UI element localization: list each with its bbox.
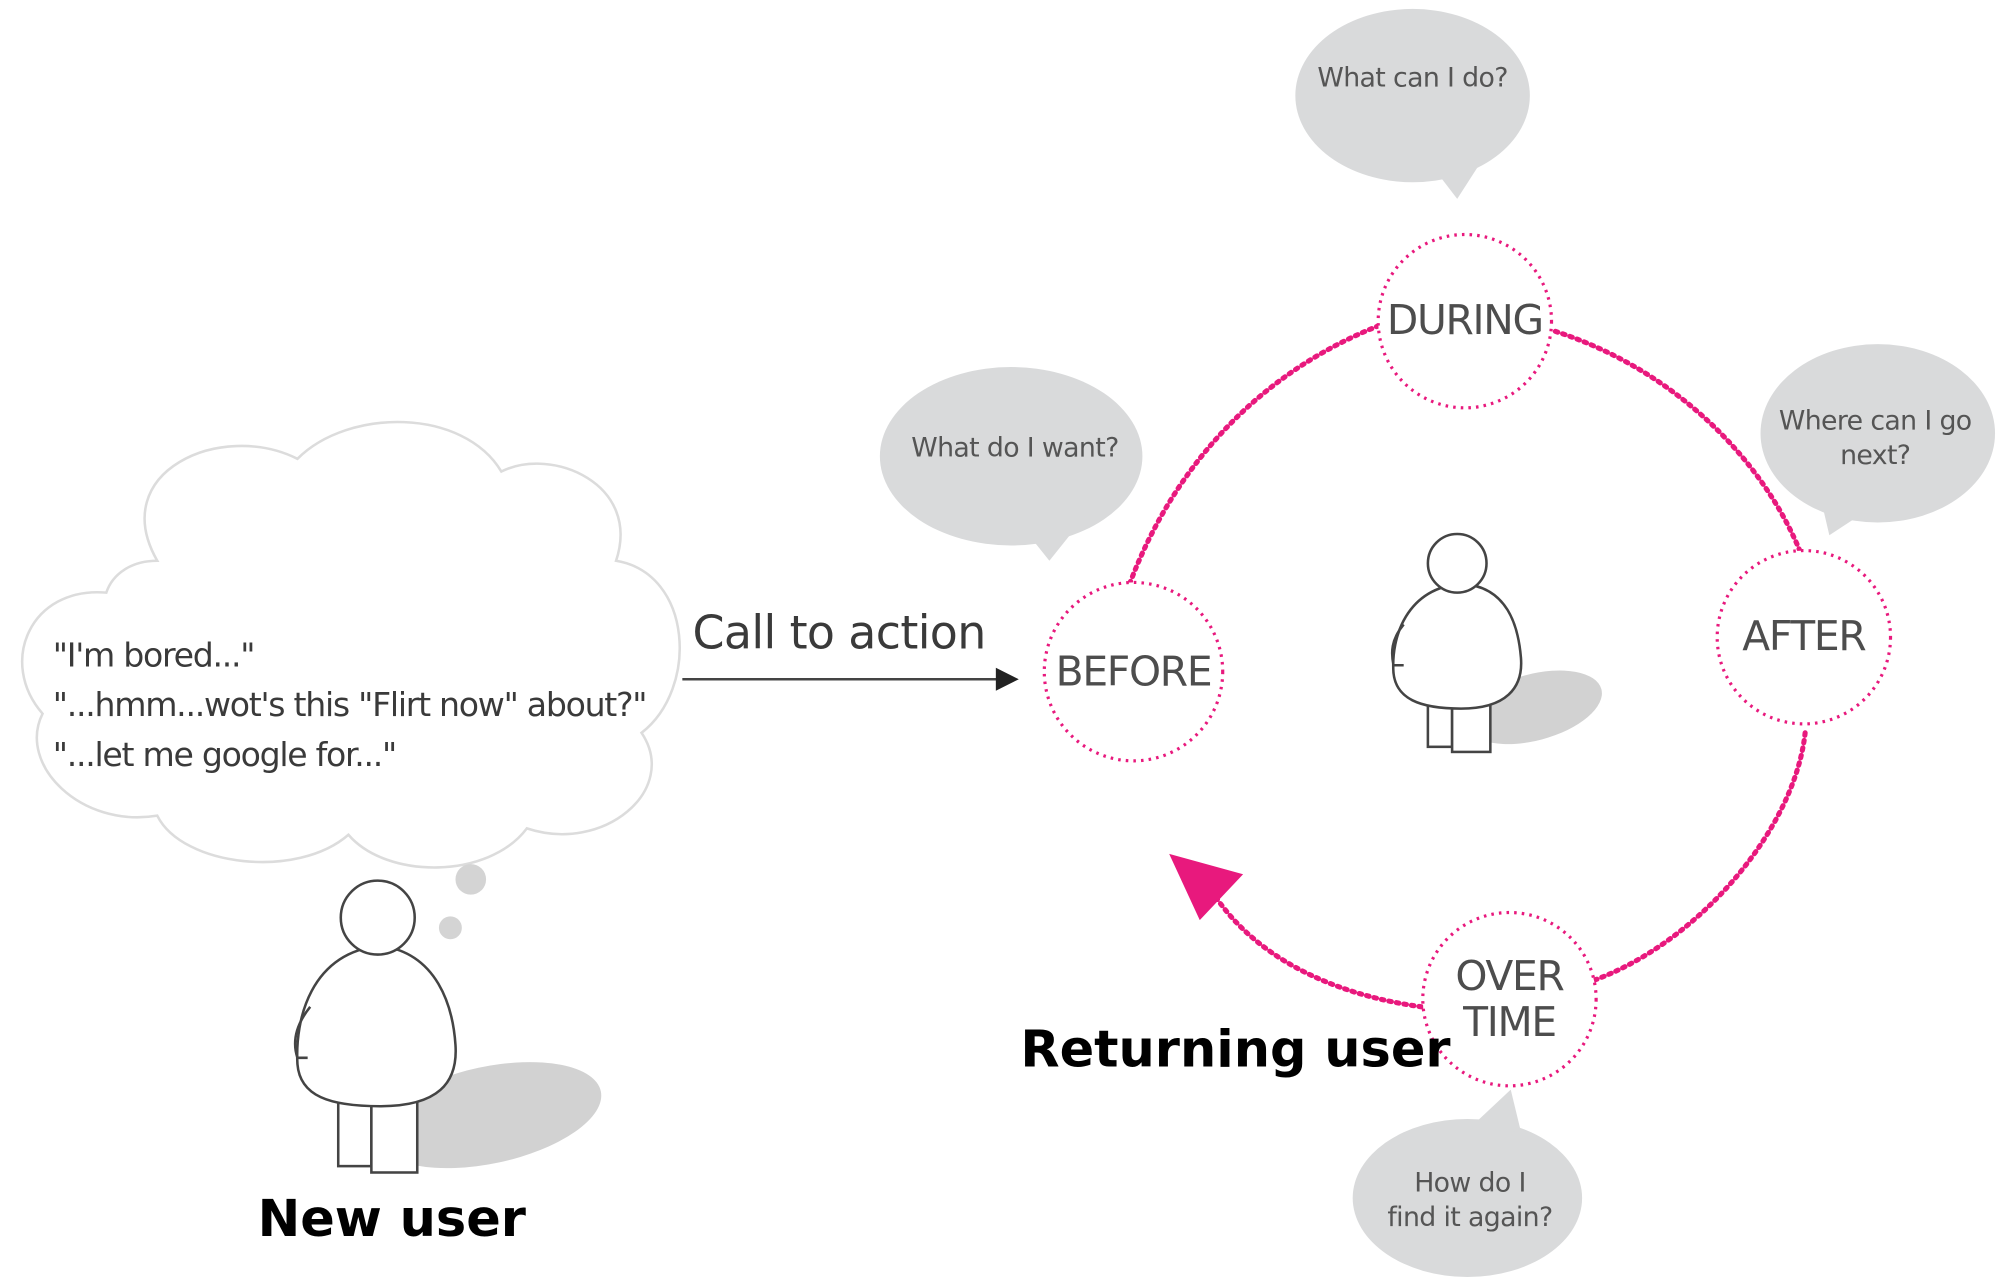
thought-cloud-shape	[20, 420, 681, 869]
new-user-figure	[293, 879, 602, 1174]
stage-after-circle	[1715, 548, 1893, 726]
thought-dot-large	[455, 864, 487, 895]
returning-user-head	[1426, 532, 1488, 594]
ring-arc-during-after	[1552, 328, 1804, 557]
ring-arc-return	[1209, 889, 1425, 1010]
stage-after-label: AFTER	[1742, 612, 1866, 660]
bubble-after-text-2: next?	[1840, 440, 1910, 471]
stage-over-time-label-2: TIME	[1462, 998, 1556, 1046]
returning-user-figure	[1390, 532, 1602, 754]
cycle-ring	[1127, 322, 1808, 1010]
stage-over-time-circle	[1421, 910, 1598, 1088]
returning-user-caption: Returning user	[1020, 1021, 1450, 1080]
bubble-over-time-tail	[1469, 1089, 1521, 1132]
returning-user-arm	[1390, 623, 1405, 667]
stage-during-circle	[1376, 232, 1554, 410]
new-user-caption: New user	[258, 1190, 526, 1249]
stage-before-circle	[1042, 580, 1225, 763]
thought-cloud: "I'm bored..." "...hmm...wot's this "Fli…	[20, 420, 681, 869]
thought-line-3: "...let me google for..."	[53, 735, 396, 774]
bubble-during-tail	[1431, 159, 1483, 199]
bubble-over-time: How do I find it again?	[1352, 1089, 1583, 1277]
bubble-before-shape	[879, 367, 1143, 546]
bubble-over-time-text-2: find it again?	[1387, 1202, 1552, 1233]
bubble-over-time-text-1: How do I	[1414, 1168, 1526, 1199]
stage-after: AFTER	[1715, 548, 1893, 726]
call-to-action-label: Call to action	[693, 606, 986, 660]
thought-line-2: "...hmm...wot's this "Flirt now" about?"	[53, 685, 647, 724]
stage-before-label: BEFORE	[1056, 648, 1212, 696]
bubble-before: What do I want?	[879, 367, 1143, 561]
new-user-head	[339, 879, 416, 956]
ring-arc-after-overtime	[1588, 730, 1808, 984]
stage-over-time: OVER TIME	[1421, 910, 1598, 1088]
bubble-during-text: What can I do?	[1317, 63, 1507, 94]
ring-arc-before-during	[1127, 322, 1384, 587]
bubble-during-shape	[1295, 8, 1530, 183]
stage-during: DURING	[1376, 232, 1554, 410]
stage-during-label: DURING	[1387, 296, 1543, 344]
thought-line-1: "I'm bored..."	[53, 636, 254, 675]
bubble-after-shape	[1760, 344, 1996, 523]
bubble-after-tail	[1820, 497, 1878, 536]
bubble-before-tail	[1023, 516, 1086, 561]
bubble-over-time-shape	[1352, 1118, 1583, 1277]
bubble-during: What can I do?	[1295, 8, 1530, 199]
new-user-body	[295, 944, 457, 1108]
return-arrowhead	[1169, 853, 1244, 921]
bubble-after-text-1: Where can I go	[1779, 405, 1972, 436]
call-to-action-arrowhead	[995, 667, 1019, 691]
thought-dot-small	[438, 916, 462, 940]
bubble-after: Where can I go next?	[1760, 344, 1996, 536]
stage-before: BEFORE	[1042, 580, 1225, 763]
returning-user-body	[1391, 582, 1523, 710]
new-user-arm	[293, 1006, 312, 1060]
stage-over-time-label-1: OVER	[1455, 952, 1564, 1000]
bubble-before-text: What do I want?	[911, 432, 1118, 463]
